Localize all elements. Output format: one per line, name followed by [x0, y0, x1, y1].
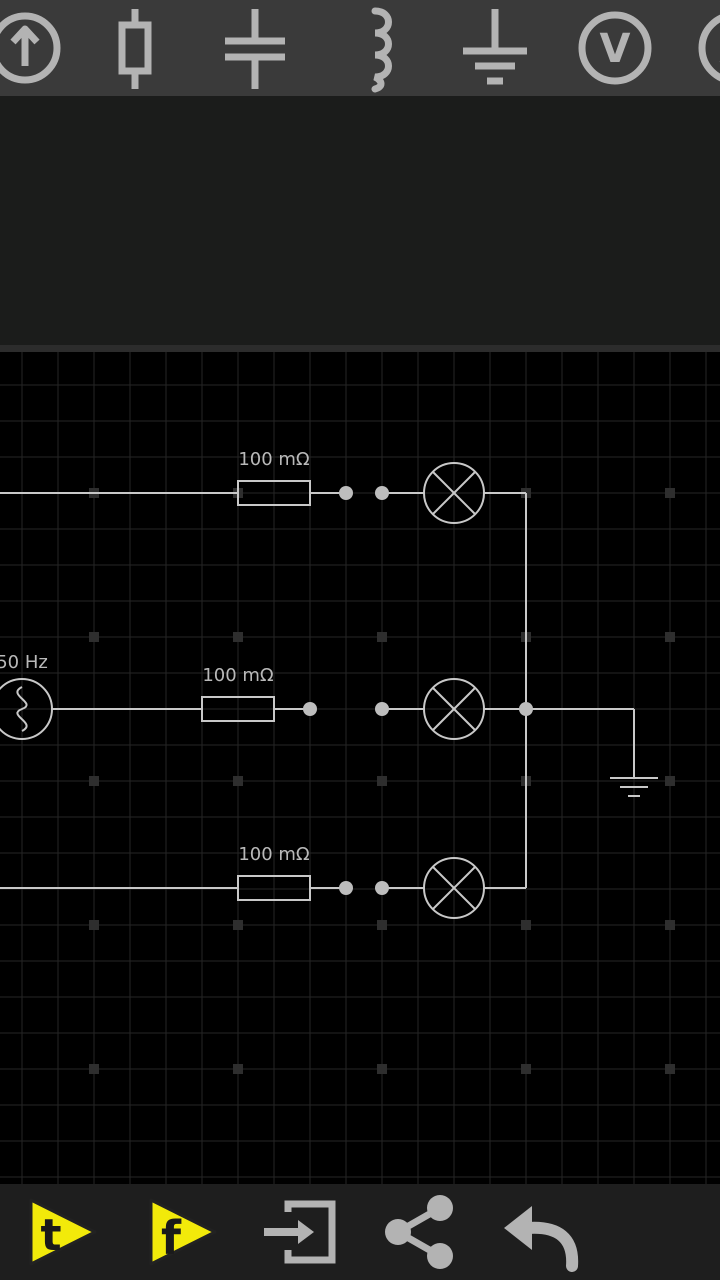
- lamp-3[interactable]: [423, 857, 485, 919]
- grid-node: [377, 632, 387, 642]
- circuit-canvas[interactable]: 100 mΩ 100 mΩ 100 mΩ 50 Hz: [0, 352, 720, 1184]
- ground-tool[interactable]: [445, 0, 545, 96]
- resistor-label: 100 mΩ: [202, 665, 274, 686]
- grid-node: [233, 1064, 243, 1074]
- voltmeter-tool[interactable]: V: [565, 0, 665, 96]
- inductor-tool[interactable]: [325, 0, 425, 96]
- grid-node: [665, 920, 675, 930]
- ammeter-icon: A: [698, 14, 720, 82]
- ground-icon: [463, 9, 527, 85]
- grid-node: [521, 1064, 531, 1074]
- undo-button[interactable]: [485, 1184, 595, 1280]
- export-icon: [264, 1200, 336, 1264]
- ac-source-icon: [0, 678, 53, 740]
- junction-dot[interactable]: [375, 702, 389, 716]
- grid-node: [377, 776, 387, 786]
- panel-divider[interactable]: [0, 345, 720, 352]
- resistor-body: [201, 696, 275, 722]
- resistor-label: 100 mΩ: [238, 449, 310, 470]
- grid-node: [665, 488, 675, 498]
- bottom-action-bar: t f: [0, 1184, 720, 1280]
- junction-dot[interactable]: [339, 486, 353, 500]
- resistor-label: 100 mΩ: [238, 844, 310, 865]
- grid-node: [521, 920, 531, 930]
- grid-node: [89, 632, 99, 642]
- junction-dot[interactable]: [375, 486, 389, 500]
- grid-node: [665, 632, 675, 642]
- source-label: 50 Hz: [0, 652, 48, 673]
- share-icon: [385, 1195, 453, 1269]
- twitter-share-button[interactable]: t: [8, 1184, 118, 1280]
- wires: [0, 492, 635, 889]
- ac-source[interactable]: 50 Hz: [0, 652, 53, 740]
- resistor-icon: [118, 9, 152, 89]
- current-source-icon: [0, 12, 61, 84]
- junction-dot[interactable]: [519, 702, 533, 716]
- resistor-body: [237, 875, 311, 901]
- lamp-icon: [423, 678, 485, 740]
- resistor-1[interactable]: 100 mΩ: [237, 449, 311, 506]
- grid-node: [89, 920, 99, 930]
- junction-dot[interactable]: [339, 881, 353, 895]
- grid-node: [665, 776, 675, 786]
- twitter-letter: t: [40, 1210, 61, 1261]
- twitter-share-icon: t: [29, 1198, 97, 1266]
- voltmeter-icon: V: [578, 11, 652, 85]
- undo-icon: [504, 1206, 579, 1272]
- lamp-icon: [423, 462, 485, 524]
- properties-panel: [0, 96, 720, 345]
- grid-node: [665, 1064, 675, 1074]
- circuit-diagram: 100 mΩ 100 mΩ 100 mΩ 50 Hz: [0, 352, 720, 1184]
- grid-node: [377, 920, 387, 930]
- export-button[interactable]: [243, 1184, 353, 1280]
- capacitor-icon: [225, 9, 285, 89]
- resistor-body: [237, 480, 311, 506]
- resistor-3[interactable]: 100 mΩ: [237, 844, 311, 901]
- voltmeter-glyph: V: [600, 26, 631, 72]
- grid-node: [89, 1064, 99, 1074]
- junction-dot[interactable]: [303, 702, 317, 716]
- ammeter-tool[interactable]: A: [685, 0, 720, 96]
- grid-node: [233, 776, 243, 786]
- component-toolbar: V A: [0, 0, 720, 96]
- grid-node: [89, 776, 99, 786]
- lamp-icon: [423, 857, 485, 919]
- resistor-2[interactable]: 100 mΩ: [201, 665, 275, 722]
- resistor-tool[interactable]: [85, 0, 185, 96]
- capacitor-tool[interactable]: [205, 0, 305, 96]
- current-source-tool[interactable]: [0, 0, 75, 96]
- grid: [0, 352, 720, 1184]
- inductor-icon: [371, 7, 392, 93]
- ground-symbol[interactable]: [610, 777, 658, 797]
- junctions: [303, 486, 533, 895]
- facebook-share-button[interactable]: f: [128, 1184, 238, 1280]
- junction-dot[interactable]: [375, 881, 389, 895]
- grid-node: [233, 920, 243, 930]
- lamp-1[interactable]: [423, 462, 485, 524]
- share-button[interactable]: [365, 1184, 475, 1280]
- grid-node: [233, 632, 243, 642]
- facebook-letter: f: [161, 1211, 182, 1265]
- lamp-2[interactable]: [423, 678, 485, 740]
- grid-node: [377, 1064, 387, 1074]
- facebook-share-icon: f: [149, 1198, 217, 1266]
